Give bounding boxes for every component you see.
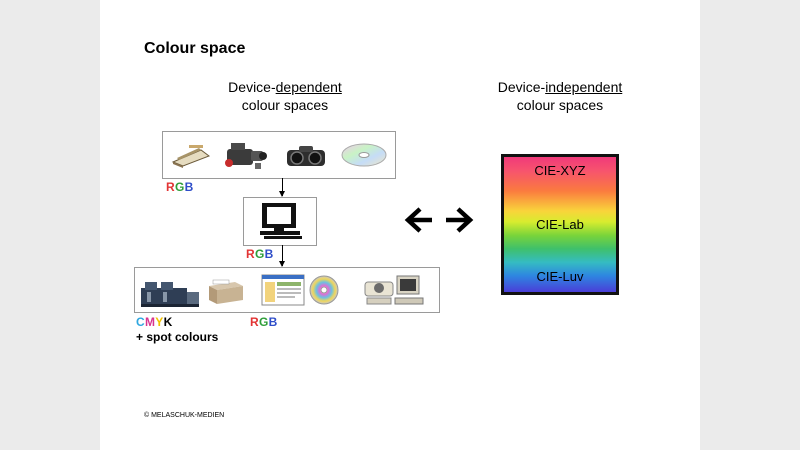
cie-lab-label: CIE-Lab — [536, 217, 584, 232]
dependent-heading: Device-dependent colour spaces — [228, 79, 342, 113]
arrow-down-1 — [279, 178, 285, 197]
web-page-icon — [261, 274, 305, 306]
desktop-computer-icon — [364, 275, 424, 305]
output-devices-box — [134, 267, 440, 313]
slide: Colour space Device-dependent colour spa… — [100, 0, 700, 450]
input-rgb-label: RGB — [166, 180, 194, 194]
computer-box — [243, 197, 317, 246]
independent-spaces-box: CIE-XYZ CIE-Lab CIE-Luv — [501, 154, 619, 295]
output-rgb-label: RGB — [250, 315, 278, 329]
cie-xyz-label: CIE-XYZ — [534, 163, 586, 178]
cmyk-label: CMYK — [136, 315, 173, 329]
computer-monitor-icon — [260, 203, 302, 239]
arrow-down-2 — [279, 245, 285, 267]
independent-heading: Device-independent colour spaces — [497, 79, 623, 113]
digital-camera-icon — [287, 146, 325, 166]
laser-printer-icon — [209, 279, 243, 304]
cie-luv-label: CIE-Luv — [536, 269, 584, 284]
bidirectional-arrow-icon — [404, 207, 474, 233]
cd-icon — [341, 143, 387, 167]
spot-colours-label: + spot colours — [136, 330, 219, 344]
slide-title: Colour space — [144, 40, 246, 57]
dependent-underlined: dependent — [275, 79, 342, 95]
cd-icon — [309, 275, 339, 305]
printing-press-icon — [141, 282, 199, 307]
copyright: © MELASCHUK-MEDIEN — [144, 412, 225, 419]
independent-underlined: independent — [545, 79, 623, 95]
computer-rgb-label: RGB — [246, 247, 274, 261]
flatbed-scanner-icon — [171, 145, 211, 168]
input-devices-box — [162, 131, 396, 179]
video-camera-icon — [225, 143, 267, 169]
